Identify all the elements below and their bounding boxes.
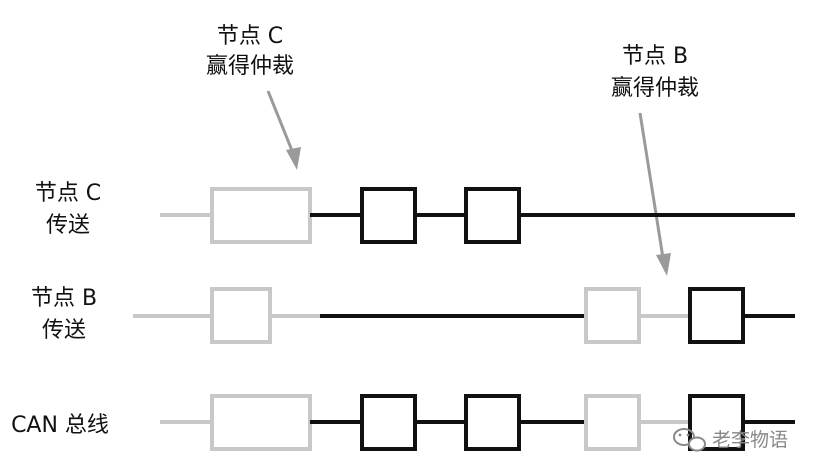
row-node-c-label-line1: 节点 C — [35, 181, 101, 206]
row-node-b-arbitration-box — [584, 287, 641, 344]
watermark-text: 老李物语 — [712, 429, 788, 451]
row-can-bus-label: CAN 总线 — [11, 413, 109, 438]
row-node-b-bit-box — [688, 287, 745, 344]
row-can-bus-arbitration-box — [210, 394, 312, 451]
row-node-b-label-line2: 传送 — [42, 318, 86, 343]
annotation-node-b-arrow — [638, 112, 671, 276]
row-node-b-arbitration-box — [210, 287, 272, 344]
annotation-node-b-title: 节点 B — [622, 44, 688, 69]
row-can-bus: CAN 总线 — [11, 394, 795, 451]
row-can-bus-bit-box — [464, 394, 521, 451]
annotation-node-c: 节点 C 赢得仲裁 — [206, 24, 301, 170]
wechat-icon — [673, 428, 706, 452]
annotation-node-c-arrow — [266, 90, 301, 170]
annotation-node-c-subtitle: 赢得仲裁 — [206, 54, 294, 79]
row-node-b: 节点 B 传送 — [31, 286, 795, 344]
row-node-b-label-line1: 节点 B — [31, 286, 97, 311]
annotation-node-b-subtitle: 赢得仲裁 — [611, 76, 699, 101]
row-can-bus-arbitration-box — [584, 394, 641, 451]
row-can-bus-bit-box — [360, 394, 417, 451]
watermark: 老李物语 — [673, 428, 788, 452]
annotation-node-b: 节点 B 赢得仲裁 — [611, 44, 699, 276]
annotation-node-c-title: 节点 C — [217, 24, 283, 49]
row-node-c-label-line2: 传送 — [46, 213, 90, 238]
row-node-c-arbitration-box — [210, 187, 312, 244]
row-node-c-bit-box — [464, 187, 521, 244]
row-node-c: 节点 C 传送 — [35, 181, 795, 244]
row-node-c-bit-box — [360, 187, 417, 244]
